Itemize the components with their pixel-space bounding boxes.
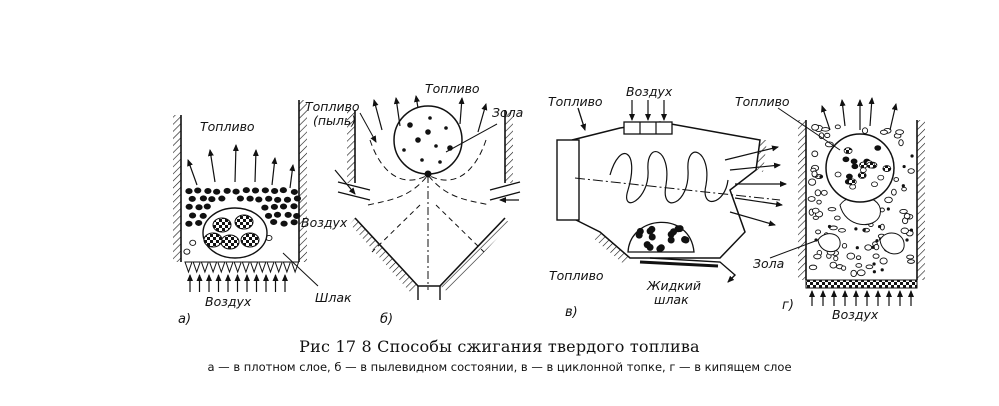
panel-b-ash-label: Зола (492, 105, 523, 120)
particle-dots (834, 145, 892, 190)
air-nozzles (623, 121, 673, 135)
flue-gas-arrows (372, 95, 488, 133)
grate (805, 279, 918, 289)
panel-v-fuel-bottom-label: Топливо (549, 268, 604, 283)
flue-gas-arrows (187, 144, 296, 189)
fuel-pieces (635, 225, 690, 253)
flue-gas-arrows (724, 145, 787, 227)
fuel-inlet (556, 139, 580, 221)
panel-a-letter: а) (178, 312, 191, 327)
slag-pointer (282, 252, 319, 287)
fuel-bed (183, 187, 302, 255)
flue-gas-arrows (821, 97, 898, 131)
panel-v-letter: в) (565, 305, 578, 320)
panel-g-ash-label: Зола (753, 256, 784, 271)
panel-v-fuel-label: Топливо (548, 94, 603, 109)
panel-b-fuel-dust-label: Топливо(пыль) (305, 99, 360, 128)
particle-dots (402, 116, 453, 178)
panel-g-letter: г) (782, 298, 794, 313)
fuel-particle-circle (393, 105, 463, 175)
right-wall-hatch (299, 100, 307, 262)
panel-a-air-label: Воздух (205, 294, 252, 309)
grate (184, 261, 300, 274)
panel-a-slag-label: Шлак (315, 290, 352, 305)
figure-caption-title: Рис 17 8 Способы сжигания твердого топли… (299, 337, 700, 356)
air-arrows (187, 274, 288, 292)
panel-b-air-label: Воздух (301, 215, 348, 230)
panel-b-letter: б) (380, 312, 393, 327)
burning-coke-pieces (203, 214, 260, 250)
ash-pointer (445, 123, 498, 153)
panel-v-air-label: Воздух (626, 84, 673, 99)
left-wall-hatch (173, 115, 181, 262)
air-arrows (629, 100, 667, 121)
panel-g-air-label: Воздух (832, 307, 879, 322)
panel-g: Топливо Зола Воздух г) (735, 94, 925, 322)
panel-b-fuel-label: Топливо (425, 81, 480, 96)
air-arrows (809, 290, 914, 306)
swirl-flow (609, 151, 729, 204)
panel-g-fuel-label: Топливо (735, 94, 790, 109)
panel-a: Топливо Воздух Шлак а) (173, 100, 352, 327)
panel-a-fuel-label: Топливо (200, 119, 255, 134)
panel-b: Топливо(пыль) Топливо Зола Воздух б) (301, 81, 523, 327)
figure-caption-legend: а — в плотном слое, б — в пылевидном сос… (207, 360, 792, 374)
